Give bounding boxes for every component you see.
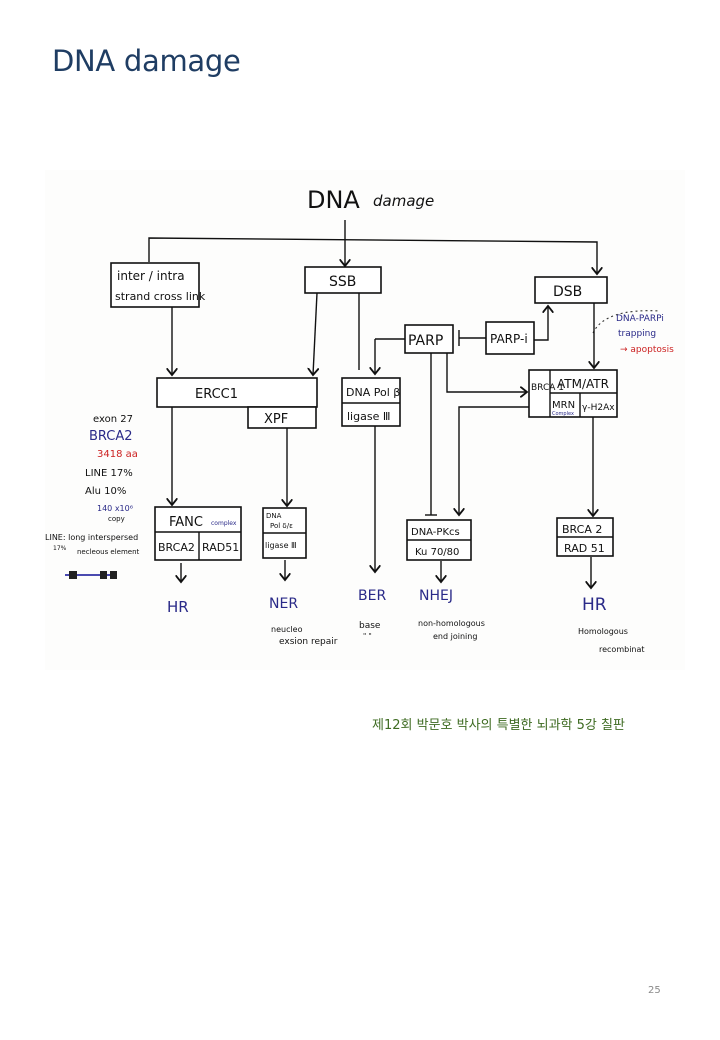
xpf-node: XPF	[247, 406, 317, 429]
pathway-desc2: " "	[363, 632, 372, 640]
note-copy-line1: 140 x10⁶	[97, 504, 133, 513]
pathway-desc1: Homologous	[578, 627, 628, 636]
root-label: DNA	[307, 186, 360, 214]
ku-label: Ku 70/80	[415, 547, 459, 558]
xpf-label: XPF	[264, 412, 288, 427]
trapping-line1: DNA-PARPi	[616, 314, 664, 324]
fanc-node: FANC complex BRCA2 RAD51	[154, 506, 242, 561]
ssb-node: SSB	[304, 266, 382, 294]
root-sub-label: damage	[373, 192, 434, 210]
fanc-sub-label: complex	[211, 520, 237, 527]
brca2-hr-label: BRCA 2	[562, 523, 602, 536]
pathway-ner: NER neucleo exsion repair	[269, 596, 338, 647]
note-line-def-pct: 17%	[53, 545, 67, 552]
apoptosis-label: → apoptosis	[620, 345, 674, 355]
pathway-ber: BER base " "	[358, 588, 386, 640]
mrn-sub-label: Complex	[552, 411, 574, 417]
parp-node: PARP	[404, 324, 454, 354]
crosslink-line2: strand cross link	[115, 290, 206, 303]
pathway-abbr: NER	[269, 596, 298, 612]
slide-title: DNA damage	[52, 44, 241, 78]
pathway-hr-fanc: HR	[167, 598, 189, 616]
side-notes: exon 27 BRCA2 3418 aa LINE 17% Alu 10% 1…	[45, 414, 140, 556]
h2ax-label: γ-H2Ax	[582, 403, 615, 413]
page-number: 25	[648, 985, 661, 996]
mrn-label: MRN	[552, 400, 575, 411]
crosslink-line1: inter / intra	[117, 269, 185, 283]
note-alu-pct: Alu 10%	[85, 486, 126, 497]
note-line-pct: LINE 17%	[85, 468, 133, 479]
note-copy-line2: copy	[108, 515, 125, 523]
dsb-label: DSB	[553, 284, 582, 300]
dna-element-doodle	[65, 571, 117, 579]
fanc-label: FANC	[169, 515, 203, 530]
dna-pol-beta-node: DNA Pol β ligase Ⅲ	[341, 377, 401, 427]
slide-caption: 제12회 박문호 박사의 특별한 뇌과학 5강 칠판	[372, 718, 625, 733]
note-aa: 3418 aa	[97, 449, 138, 460]
ligase-iii-ner-label: ligase Ⅲ	[265, 541, 297, 550]
pathway-nhej: NHEJ non-homologous end joining	[418, 588, 485, 641]
pathway-abbr: HR	[167, 598, 189, 616]
diagram-svg: DNA damage inter / intra strand cross li…	[45, 186, 674, 654]
ercc1-label: ERCC1	[195, 387, 238, 402]
pathway-abbr: HR	[582, 595, 607, 615]
trapping-dotted-line	[592, 310, 661, 334]
note-brca2: BRCA2	[89, 429, 133, 444]
dna-pol-beta-label: DNA Pol β	[346, 386, 400, 399]
pathway-abbr: BER	[358, 588, 386, 604]
crosslink-node: inter / intra strand cross link	[110, 262, 206, 308]
note-line-def-line1: LINE: long interspersed	[45, 533, 138, 542]
rad51-fanc-label: RAD51	[202, 541, 239, 554]
pathway-desc2: end joining	[433, 632, 477, 641]
parp-i-node: PARP-i	[485, 321, 535, 355]
pathway-desc1: base	[359, 621, 381, 631]
dna-pkcs-label: DNA-PKcs	[411, 527, 460, 538]
note-line-def-line2: necleous element	[77, 548, 140, 556]
ercc1-node: ERCC1	[156, 377, 318, 408]
note-exon: exon 27	[93, 414, 133, 425]
brca2-fanc-label: BRCA2	[158, 541, 195, 554]
pathway-hr-dsb: HR Homologous recombinat	[578, 595, 645, 654]
rad51-hr-label: RAD 51	[564, 542, 605, 555]
ligase-iii-ber-label: ligase Ⅲ	[347, 410, 390, 423]
dna-pol-de-line1: DNA	[266, 512, 282, 520]
dna-pk-node: DNA-PKcs Ku 70/80	[406, 519, 472, 561]
parp-label: PARP	[408, 333, 443, 349]
pathway-desc2: recombinat	[599, 645, 645, 654]
dna-pol-de-line2: Pol δ/ε	[270, 522, 293, 530]
pathway-abbr: NHEJ	[419, 588, 453, 604]
atm-atr-label: ATM/ATR	[557, 377, 609, 391]
dna-damage-diagram: DNA damage inter / intra strand cross li…	[45, 170, 685, 670]
pathway-desc1: neucleo	[271, 625, 303, 634]
root-connectors	[148, 220, 597, 274]
pathway-desc2: exsion repair	[279, 637, 338, 647]
atm-atr-complex: BRCA 1 ATM/ATR MRN Complex γ-H2Ax	[528, 369, 618, 418]
pathway-desc1: non-homologous	[418, 619, 485, 628]
brca2-rad51-node: BRCA 2 RAD 51	[556, 517, 614, 557]
brca1-label: BRCA 1	[531, 383, 564, 393]
dsb-node: DSB	[534, 276, 608, 304]
ssb-label: SSB	[329, 274, 356, 290]
parp-i-label: PARP-i	[490, 332, 528, 346]
dna-pol-delta-node: DNA Pol δ/ε ligase Ⅲ	[262, 507, 307, 559]
trapping-line2: trapping	[618, 329, 656, 339]
